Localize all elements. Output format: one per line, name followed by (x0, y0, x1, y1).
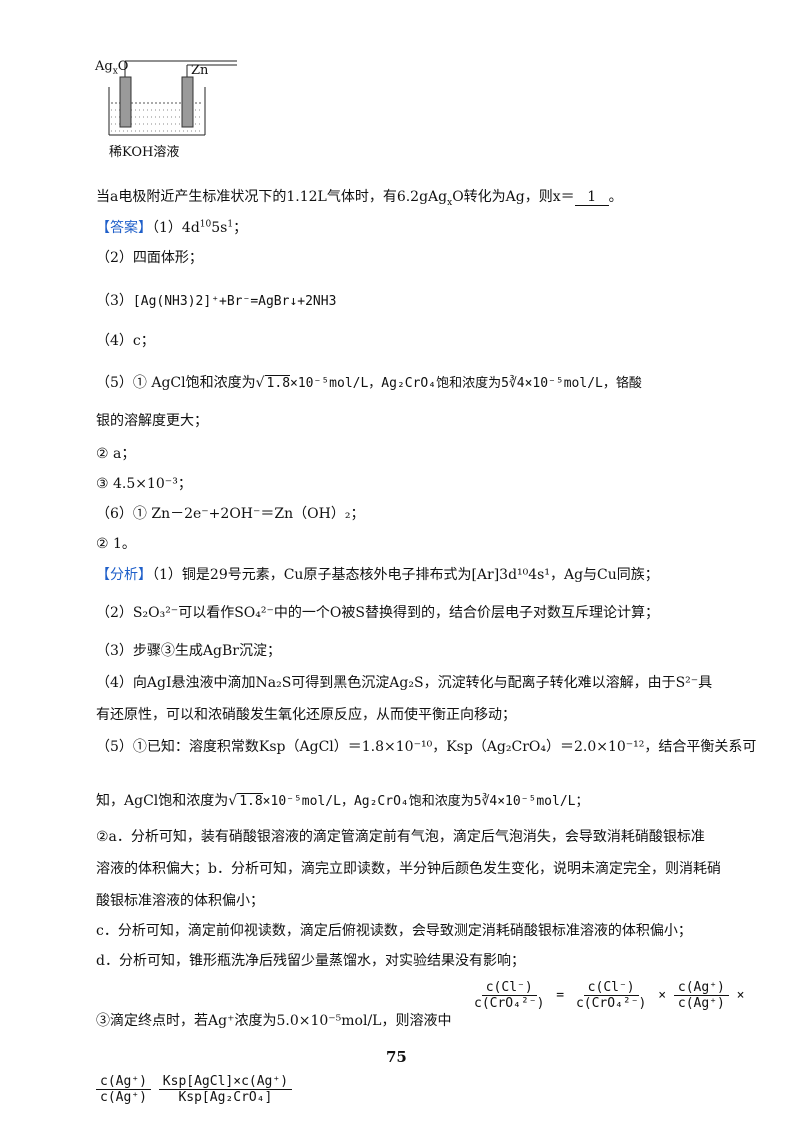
answer-6-2: ② 1。 (96, 536, 136, 552)
question-tail: 当a电极附近产生标准状况下的1.12L气体时，有6.2gAgxO转化为Ag，则x… (96, 189, 623, 208)
analysis-tag: 【分析】 (96, 567, 152, 583)
electrode-left-label: AgxO (95, 59, 129, 77)
electrode-right-label: Zn (191, 63, 209, 78)
answer-5-1: （5）① AgCl饱和浓度为√1.8×10⁻⁵mol/L，Ag₂CrO₄饱和浓度… (96, 375, 642, 391)
fraction-4: c(Ag⁺)c(Ag⁺) (96, 1074, 151, 1105)
analysis-5b: 知，AgCl饱和浓度为√1.8×10⁻⁵mol/L，Ag₂CrO₄饱和浓度为5∛… (96, 793, 589, 809)
fraction-1: c(Cl⁻)c(CrO₄²⁻) (474, 980, 545, 1011)
analysis-2: （2）S₂O₃²⁻可以看作SO₄²⁻中的一个O被S替换得到的，结合价层电子对数互… (96, 605, 659, 621)
cell-diagram (108, 60, 237, 136)
analysis-3: （3）步骤③生成AgBr沉淀； (96, 643, 281, 659)
analysis-5a: （5）①已知：溶度积常数Ksp（AgCl）＝1.8×10⁻¹⁰，Ksp（Ag₂C… (96, 739, 757, 755)
answer-6-1: （6）① Zn－2e⁻+2OH⁻＝Zn（OH）₂； (96, 506, 365, 522)
answer-4: （4）c； (96, 333, 155, 349)
analysis-4a: （4）向AgI悬浊液中滴加Na₂S可得到黑色沉淀Ag₂S，沉淀转化与配离子转化难… (96, 675, 713, 691)
page-number: 75 (386, 1048, 407, 1066)
answer-5-2: ② a； (96, 446, 136, 462)
electrolysis-figure: AgxO Zn 稀KOH溶液 (95, 55, 245, 160)
solution-label: 稀KOH溶液 (109, 145, 180, 160)
answer-tag: 【答案】 (96, 220, 152, 236)
answer-3: （3）[Ag(NH3)2]⁺+Br⁻=AgBr↓+2NH3 (96, 293, 337, 309)
answer-5-3: ③ 4.5×10⁻³； (96, 476, 192, 492)
fraction-2: c(Cl⁻)c(CrO₄²⁻) (575, 980, 647, 1011)
analysis-9: ③滴定终点时，若Ag⁺浓度为5.0×10⁻⁵mol/L，则溶液中 (96, 1013, 452, 1029)
formula-ratio: c(Cl⁻)c(CrO₄²⁻) = c(Cl⁻)c(CrO₄²⁻) × c(Ag… (470, 980, 745, 1011)
analysis-6c: 酸银标准溶液的体积偏小； (96, 893, 264, 909)
analysis-1: 【分析】（1）铜是29号元素，Cu原子基态核外电子排布式为[Ar]3d¹⁰4s¹… (96, 567, 659, 583)
analysis-4b: 有还原性，可以和浓硝酸发生氧化还原反应，从而使平衡正向移动； (96, 707, 516, 723)
analysis-8: d．分析可知，锥形瓶洗净后残留少量蒸馏水，对实验结果没有影响； (96, 953, 525, 969)
answer-1: 【答案】（1）4d105s1； (96, 219, 248, 236)
formula-continued: c(Ag⁺)c(Ag⁺) Ksp[AgCl]×c(Ag⁺)Ksp[Ag₂CrO₄… (96, 1074, 293, 1105)
analysis-6b: 溶液的体积偏大；b．分析可知，滴完立即读数，半分钟后颜色发生变化，说明未滴定完全… (96, 861, 721, 877)
analysis-6a: ②a．分析可知，装有硝酸银溶液的滴定管滴定前有气泡，滴定后气泡消失，会导致消耗硝… (96, 829, 705, 845)
fraction-3: c(Ag⁺)c(Ag⁺) (673, 980, 729, 1011)
answer-2: （2）四面体形； (96, 250, 203, 266)
answer-3-equation: [Ag(NH3)2]⁺+Br⁻=AgBr↓+2NH3 (132, 294, 337, 309)
answer-5-1-cont: 银的溶解度更大； (96, 413, 208, 429)
analysis-7: c．分析可知，滴定前仰视读数，滴定后俯视读数，会导致测定消耗硝酸银标准溶液的体积… (96, 923, 692, 939)
zn-electrode (181, 76, 194, 128)
fraction-5: Ksp[AgCl]×c(Ag⁺)Ksp[Ag₂CrO₄] (158, 1074, 293, 1105)
agxo-electrode (119, 76, 132, 128)
